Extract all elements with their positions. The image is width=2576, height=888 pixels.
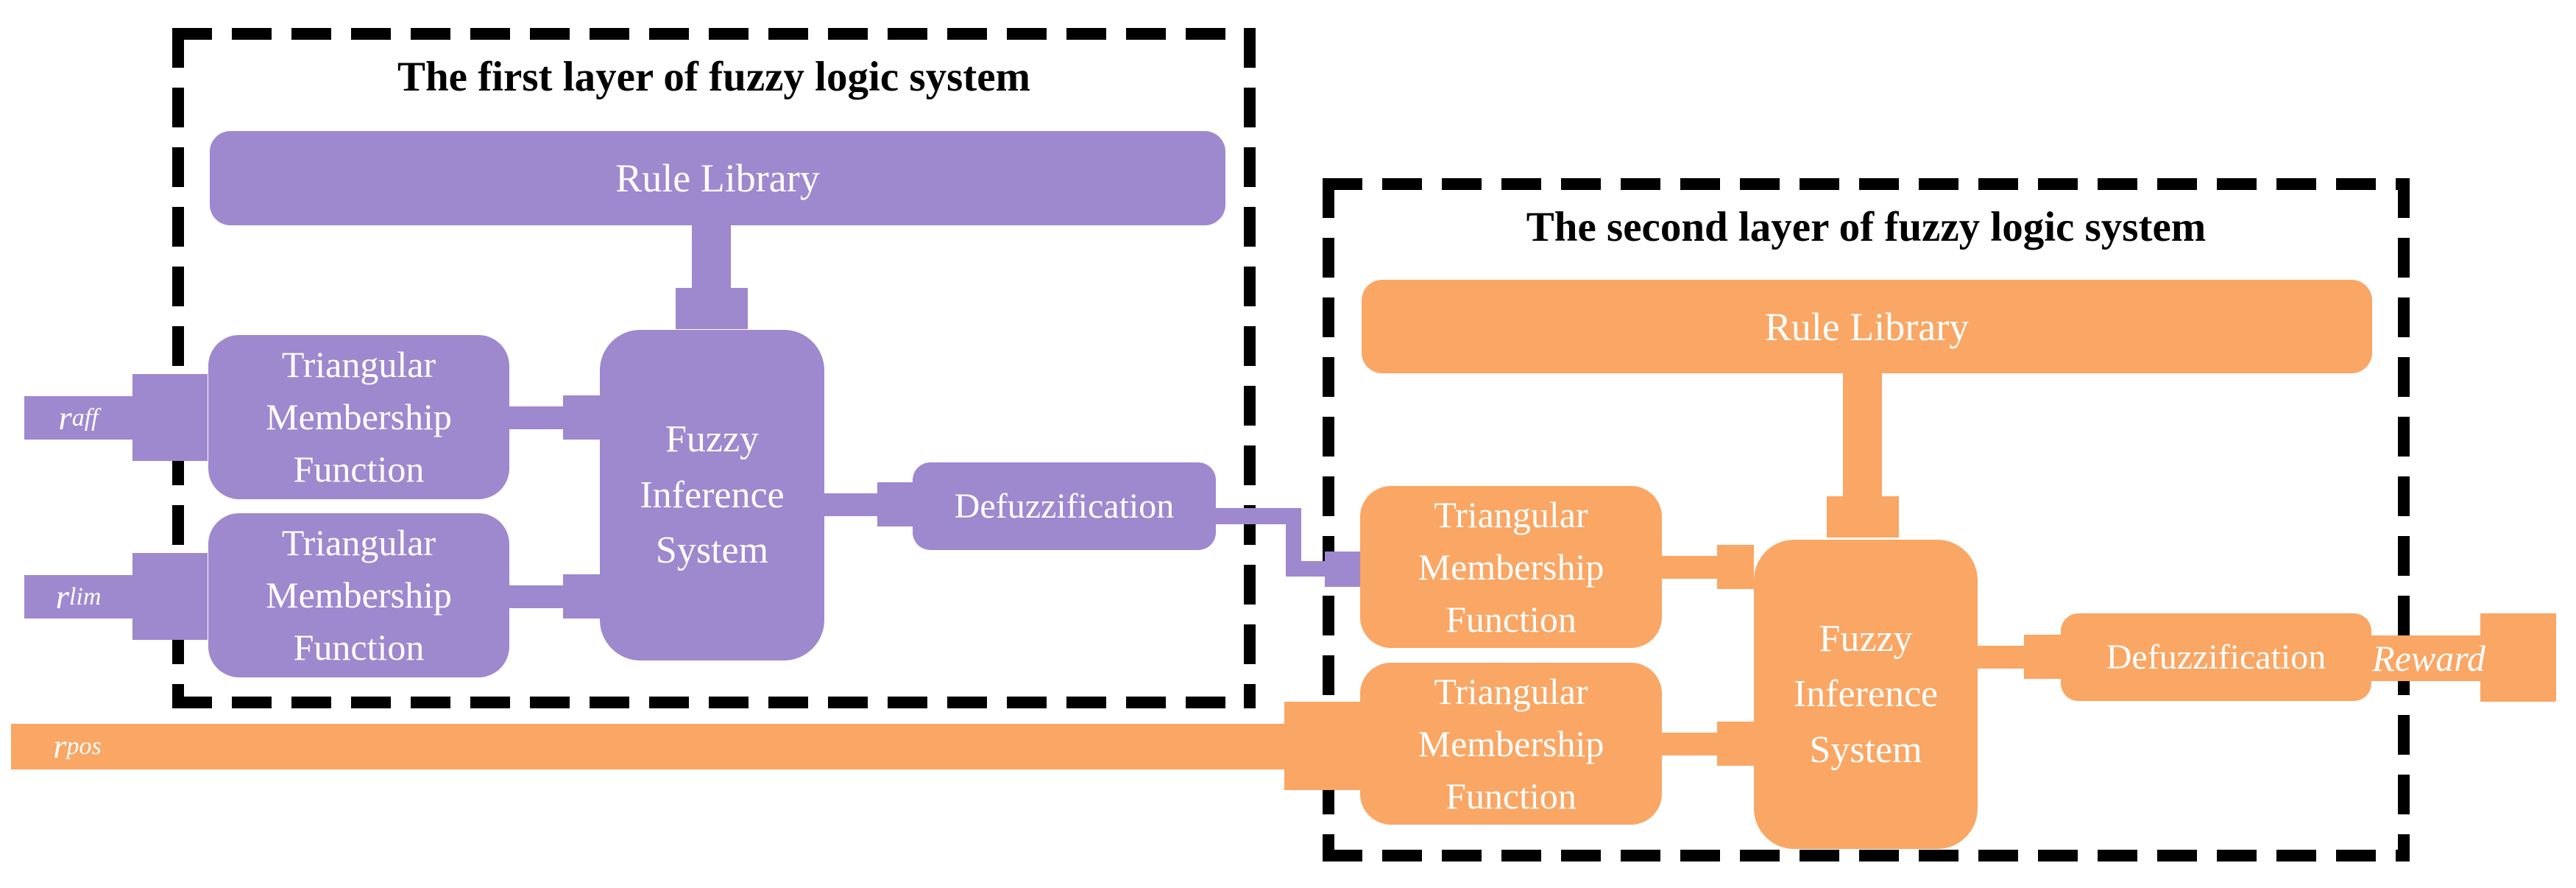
arrow-head [877, 482, 914, 526]
arrow-shaft [1662, 733, 1717, 755]
elbow-arrow-head [1325, 552, 1360, 587]
elbow-segment-2 [1286, 508, 1301, 577]
layer2-border-bottom [1323, 850, 2410, 861]
arrow-shaft [824, 493, 877, 516]
arrow-head [2024, 635, 2061, 679]
arrow-shaft [509, 585, 563, 608]
layer1-down-arrow-head [676, 288, 748, 329]
r-pos-arrow-shaft [11, 724, 1284, 769]
layer2-border-right [2398, 178, 2410, 861]
arrow-head [563, 574, 600, 619]
layer2-down-arrow-head [1827, 496, 1899, 538]
layer1-border-right [1244, 28, 1256, 708]
layer1-border-bottom [172, 697, 1256, 708]
layer2-border-left [1323, 178, 1334, 861]
layer1-defuzzification: Defuzzification [913, 462, 1216, 550]
reward-label: Reward [2372, 638, 2485, 679]
r-lim-label-base: r [55, 577, 69, 616]
reward-arrow-head [2480, 613, 2556, 702]
arrow-head [563, 395, 600, 440]
r-lim-label-sub: lim [68, 582, 102, 610]
r-pos-label-sub: pos [66, 733, 102, 760]
layer2-down-arrow-shaft [1843, 373, 1882, 496]
layer1-tmf-bottom: Triangular Membership Function [208, 513, 509, 677]
reward-arrow-shaft [2371, 635, 2480, 681]
r-lim-arrow-shaft [24, 575, 132, 619]
layer2-defuzzification: Defuzzification [2061, 613, 2371, 701]
r-lim-arrow-head [132, 553, 208, 640]
arrow-shaft [509, 406, 563, 429]
r-aff-arrow-shaft [24, 396, 132, 440]
arrow-shaft [1662, 556, 1717, 579]
layer2-title: The second layer of fuzzy logic system [1526, 204, 2207, 250]
elbow-segment-1 [1216, 508, 1301, 524]
layer1-tmf-top: Triangular Membership Function [208, 335, 509, 499]
layer1-title: The first layer of fuzzy logic system [397, 54, 1031, 100]
r-aff-arrow-head [132, 374, 208, 461]
layer2-tmf-bottom: Triangular Membership Function [1360, 663, 1662, 825]
layer2-rule-library: Rule Library [1362, 280, 2372, 373]
r-pos-arrow-head [1284, 702, 1362, 790]
arrow-head [1717, 722, 1754, 766]
layer1-down-arrow-shaft [692, 225, 731, 288]
arrow-shaft [1978, 646, 2024, 669]
layer1-border-top [172, 28, 1256, 40]
arrow-head [1717, 545, 1754, 589]
layer1-border-left [172, 28, 184, 708]
r-aff-label-sub: aff [71, 404, 99, 431]
r-pos-label-base: r [53, 727, 67, 766]
elbow-segment-3 [1286, 561, 1325, 577]
layer2-fuzzy-inference-system: Fuzzy Inference System [1754, 540, 1978, 849]
layer1-fuzzy-inference-system: Fuzzy Inference System [600, 330, 824, 660]
layer1-rule-library: Rule Library [210, 131, 1225, 225]
layer2-tmf-top: Triangular Membership Function [1360, 486, 1662, 648]
r-aff-label-base: r [58, 398, 72, 437]
layer2-border-top [1323, 178, 2410, 190]
